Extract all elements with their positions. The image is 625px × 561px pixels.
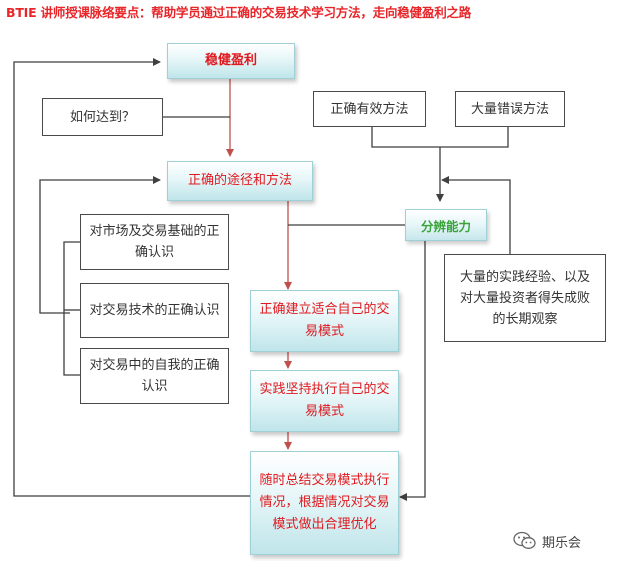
node-step3: 随时总结交易模式执行情况，根据情况对交易模式做出合理优化 bbox=[250, 451, 399, 555]
arrow-ability-to-step3 bbox=[399, 240, 426, 501]
node-step1: 正确建立适合自己的交易模式 bbox=[250, 290, 399, 352]
node-experience: 大量的实践经验、以及对大量投资者得失成败的长期观察 bbox=[444, 254, 606, 342]
node-step2: 实践坚持执行自己的交易模式 bbox=[250, 370, 399, 432]
node-goal: 稳健盈利 bbox=[167, 43, 295, 79]
watermark: 期乐会 bbox=[513, 531, 581, 551]
knowledge-bracket bbox=[63, 241, 80, 376]
methods-bracket bbox=[371, 127, 509, 148]
wechat-icon bbox=[513, 531, 536, 549]
node-self-knowledge: 对交易中的自我的正确认识 bbox=[80, 348, 229, 404]
arrow-experience-to-ability bbox=[441, 176, 511, 254]
page-title: BTIE 讲师授课脉络要点：帮助学员通过正确的交易技术学习方法，走向稳健盈利之路 bbox=[6, 5, 472, 20]
arrow-knowledge-to-path bbox=[39, 176, 161, 314]
node-market-knowledge: 对市场及交易基础的正确认识 bbox=[80, 214, 229, 270]
node-wrong-method: 大量错误方法 bbox=[455, 91, 565, 127]
node-technique-knowledge: 对交易技术的正确认识 bbox=[80, 283, 229, 338]
node-how: 如何达到？ bbox=[42, 98, 163, 136]
node-ability: 分辨能力 bbox=[405, 209, 487, 241]
watermark-text: 期乐会 bbox=[542, 535, 582, 551]
node-correct-method: 正确有效方法 bbox=[313, 91, 426, 127]
node-path: 正确的途径和方法 bbox=[167, 161, 313, 201]
arrow-feedback-to-goal bbox=[13, 58, 250, 497]
